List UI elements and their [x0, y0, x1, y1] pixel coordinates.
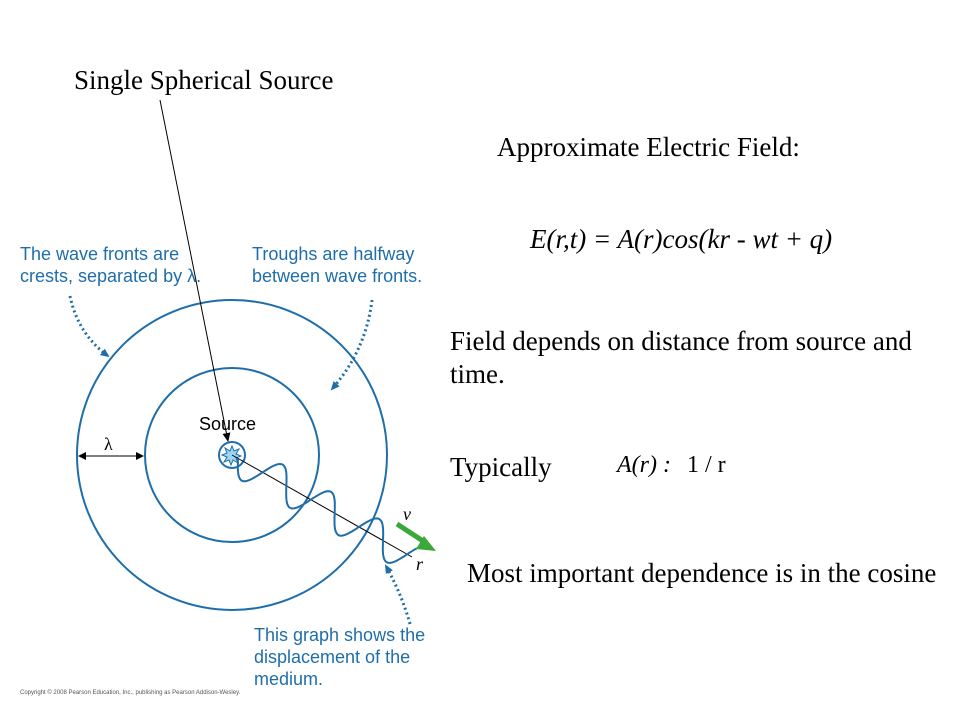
v-label: v	[403, 504, 411, 524]
equation-equals: =	[593, 224, 612, 254]
typically-formula: A(r) : 1 / r	[617, 452, 726, 479]
field-description: Field depends on distance from source an…	[450, 326, 912, 389]
velocity-arrow	[395, 521, 425, 544]
source-label: Source	[199, 414, 256, 434]
outer-wave-front	[76, 299, 388, 611]
field-heading: Approximate Electric Field:	[497, 132, 800, 162]
equation-lhs: E(r,t)	[530, 224, 587, 254]
wave-fronts-callout-arrow	[68, 295, 110, 358]
equation-rhs: A(r)cos(kr - wt + q)	[617, 224, 833, 254]
typically-label: Typically	[450, 452, 552, 482]
field-equation: E(r,t) = A(r)cos(kr - wt + q)	[530, 224, 832, 255]
velocity-arrow-head	[416, 536, 436, 551]
source-star-icon	[220, 444, 243, 467]
r-axis-label: r	[416, 554, 424, 574]
caption-troughs: Troughs are halfway between wave fronts.	[252, 244, 423, 286]
troughs-callout-arrow	[330, 299, 374, 391]
displacement-wave	[236, 458, 418, 564]
title-pointer-line	[159, 99, 231, 442]
middle-wave-front	[144, 367, 320, 543]
caption-graph: This graph shows the displacement of the…	[254, 625, 426, 689]
graph-callout-arrow	[384, 564, 412, 625]
typically-formula-right: 1 / r	[686, 452, 726, 478]
copyright-note: Copyright © 2008 Pearson Education, Inc.…	[20, 690, 241, 696]
radial-axis	[231, 454, 413, 558]
caption-wave-fronts: The wave fronts are crests, separated by…	[20, 244, 202, 286]
slide-title: Single Spherical Source	[74, 65, 334, 95]
typically-formula-left: A(r) :	[617, 452, 671, 478]
lambda-label: λ	[104, 434, 113, 454]
inner-wave-front	[218, 441, 246, 469]
conclusion-text: Most important dependence is in the cosi…	[467, 558, 937, 588]
